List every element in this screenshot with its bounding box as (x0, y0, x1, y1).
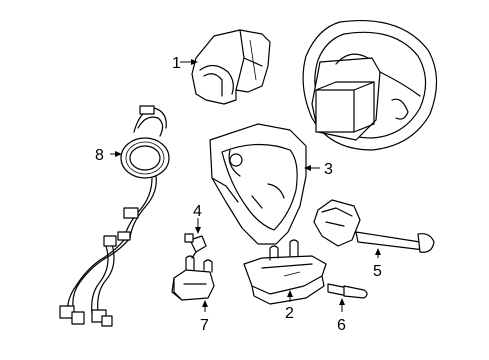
steering-wheel (302, 19, 438, 151)
bulb (184, 233, 207, 259)
lower-shroud (209, 123, 307, 245)
callout-3: 3 (324, 161, 333, 178)
callout-4: 4 (193, 203, 202, 220)
leader-lines (110, 59, 381, 312)
lock-housing (243, 239, 327, 305)
ignition-switch (171, 255, 215, 301)
callout-7: 7 (200, 317, 209, 334)
clockspring (59, 105, 170, 327)
key-cylinder (327, 283, 368, 299)
callout-5: 5 (373, 263, 382, 280)
callout-1: 1 (172, 55, 181, 72)
callout-2: 2 (285, 305, 294, 322)
callout-6: 6 (337, 317, 346, 334)
upper-shroud (191, 29, 271, 105)
callout-8: 8 (95, 147, 104, 164)
multifunction-switch (313, 199, 435, 253)
